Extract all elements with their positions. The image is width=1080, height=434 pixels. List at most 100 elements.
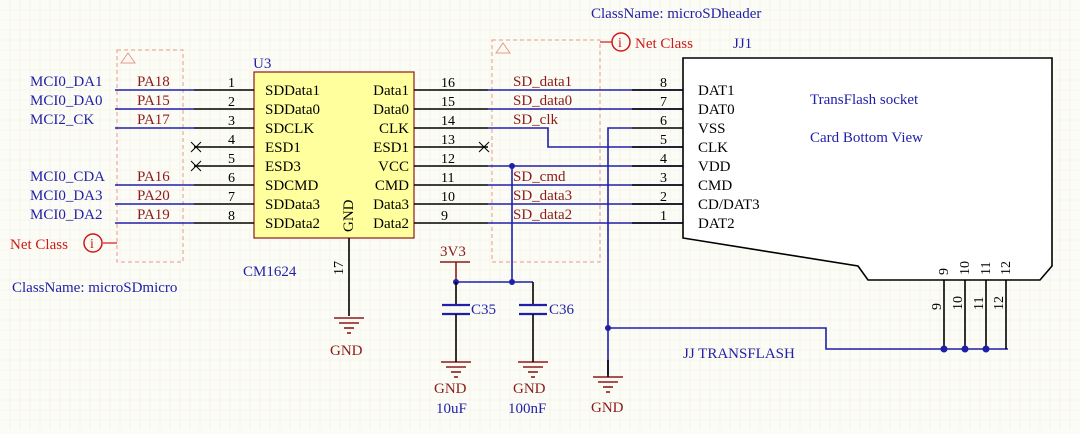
left-net-name: MCI0_DA0: [30, 93, 103, 109]
jj1-pin-number: 1: [660, 209, 667, 224]
u3-left-pin-number: 6: [228, 171, 235, 186]
jj1-bottom-pin-inner-number: 10: [958, 261, 973, 275]
c36-gnd-label: GND: [513, 381, 546, 397]
u3-designator: U3: [253, 56, 271, 72]
left-net-name: MCI0_DA1: [30, 74, 103, 90]
u3-left-pin-name: SDData0: [265, 102, 320, 118]
u3-right-pin-name: CLK: [379, 121, 409, 137]
jj1-bottom-pin-outer-number: 11: [972, 297, 987, 310]
jj1-net-name: JJ TRANSFLASH: [683, 346, 795, 362]
jj1-pin-name: CLK: [698, 140, 728, 156]
left-net-name: MCI0_CDA: [30, 169, 105, 185]
u3-left-pin-name: SDData1: [265, 83, 320, 99]
netclass-marker-left[interactable]: i Net Class: [10, 233, 117, 253]
jj1-bottom-pin-outer-number: 9: [930, 303, 945, 310]
u3-left-pin-number: 5: [228, 152, 235, 167]
jj1-pin-number: 5: [660, 133, 667, 148]
mid-net-label: SD_data1: [513, 74, 572, 90]
left-port-label: PA19: [137, 207, 170, 223]
power-section: 3V3 GND GND GND GND C35 C36 10uF 100nF: [330, 244, 624, 417]
junction-dot: [961, 345, 969, 353]
netclass-left-label: Net Class: [10, 237, 68, 253]
mid-net-label: SD_data3: [513, 188, 572, 204]
jj1-pin-name: DAT2: [698, 216, 735, 232]
wire-sd-clk: [488, 127, 683, 148]
netclass-marker-right[interactable]: i Net Class: [600, 32, 693, 52]
jj1-pin-number: 7: [660, 95, 667, 110]
u3-right-pin-number: 10: [441, 190, 455, 205]
u3-right-pin-name: VCC: [378, 159, 409, 175]
u3-right-pin-name: ESD1: [373, 140, 409, 156]
jj1-pin-number: 3: [660, 171, 667, 186]
wire-vss: [607, 127, 632, 375]
mid-net-label: SD_data2: [513, 207, 572, 223]
u3-right-pin-number: 13: [441, 133, 455, 148]
top-classname-label: ClassName: microSDheader: [591, 6, 761, 22]
jj1-pin-number: 4: [660, 152, 667, 167]
u3-right-pin-number: 16: [441, 76, 455, 91]
class-box-right-triangle: [495, 42, 511, 54]
class-box-right: [491, 39, 601, 263]
jj1-body[interactable]: [682, 57, 1053, 281]
c36-value: 100nF: [508, 401, 546, 417]
left-port-label: PA15: [137, 93, 170, 109]
mid-net-label: SD_cmd: [513, 169, 566, 185]
c35-ref: C35: [471, 302, 496, 318]
jj1-pin-number: 8: [660, 76, 667, 91]
left-port-label: PA20: [137, 188, 170, 204]
u3-left-pin-name: ESD1: [265, 140, 301, 156]
c36-ref: C36: [549, 302, 575, 318]
v3v3-label: 3V3: [440, 244, 466, 260]
u3-right-pin-name: Data1: [373, 83, 409, 99]
u3-left-pin-name: ESD3: [265, 159, 301, 175]
capacitor-c36[interactable]: [519, 282, 547, 362]
gnd-symbol-u3: [334, 317, 364, 334]
jj1-gnd-label: GND: [591, 400, 624, 416]
no-connect-mark: [190, 141, 202, 153]
wire-jj-transflash: [608, 327, 1008, 350]
mid-nets: SD_data1SD_data0SD_clkSD_cmdSD_data3SD_d…: [488, 74, 683, 282]
jj1-bottom-pin-inner-number: 9: [937, 268, 952, 275]
mid-net-label: SD_clk: [513, 112, 559, 128]
jj1-pin-number: 6: [660, 114, 667, 129]
u3-right-pin-number: 9: [441, 209, 448, 224]
u3-right-pin-number: 15: [441, 95, 455, 110]
u3-gnd-label: GND: [330, 343, 363, 359]
jj1-pin-number: 2: [660, 190, 667, 205]
left-port-label: PA18: [137, 74, 170, 90]
u3-body[interactable]: [253, 71, 415, 239]
capacitor-c35[interactable]: [442, 282, 470, 362]
no-connect-mark: [478, 141, 490, 153]
jj1-pin-name: VDD: [698, 159, 731, 175]
u3-part: CM1624: [243, 264, 297, 280]
jj1-designator: JJ1: [733, 36, 752, 52]
jj1-bottom-pin-outer-number: 10: [951, 296, 966, 310]
u3-right-pin-number: 14: [441, 114, 455, 129]
jj1-bottom-pin-inner-number: 11: [979, 262, 994, 275]
jj1-bottom-pins: 9 9 10 10 11 11 12 12: [930, 261, 1014, 353]
c35-value: 10uF: [436, 401, 467, 417]
u3-left-pin-number: 7: [228, 190, 235, 205]
class-box-left-triangle: [120, 52, 136, 64]
u3-left-pin-number: 2: [228, 95, 235, 110]
u3-left-pin-name: SDCMD: [265, 178, 319, 194]
junction-dot: [509, 163, 515, 169]
u3-left-pin-number: 4: [228, 133, 235, 148]
u3-left-pin-name: SDData3: [265, 197, 320, 213]
left-net-name: MCI0_DA2: [30, 207, 103, 223]
u3-right-pin-number: 12: [441, 152, 455, 167]
u3-left-pin-name: SDData2: [265, 216, 320, 232]
u3-right-pin-number: 11: [441, 171, 454, 186]
jj1-pin-name: DAT0: [698, 102, 735, 118]
info-icon: i: [618, 36, 622, 51]
jj1-bottom-pin-inner-number: 12: [999, 261, 1014, 275]
u3-right-pin-name: Data0: [373, 102, 409, 118]
left-port-label: PA16: [137, 169, 170, 185]
u3-gnd-pin-number: 17: [332, 261, 347, 275]
jj1-bottom-pin-outer-number: 12: [992, 296, 1007, 310]
jj1-pin-name: VSS: [698, 121, 726, 137]
